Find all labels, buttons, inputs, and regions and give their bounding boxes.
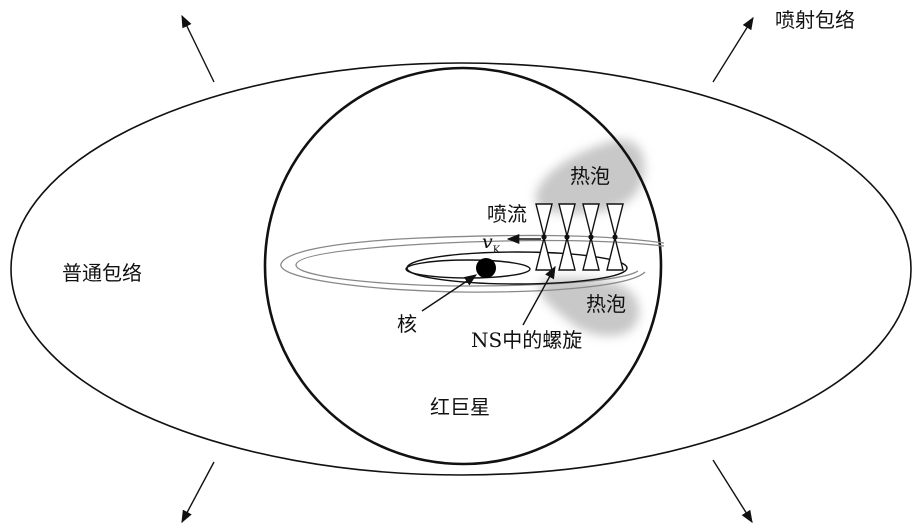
- jet-cone-up-1: [535, 203, 553, 237]
- jet-cone-up-2: [558, 203, 576, 237]
- outflow-arrow-bottom-right: [712, 459, 753, 524]
- red-giant-label: 红巨星: [430, 395, 490, 419]
- outflow-arrow-bottom-left: [181, 461, 215, 524]
- ns-dot-4: [612, 234, 618, 240]
- jet-envelope-label: 喷射包络: [775, 8, 855, 32]
- jet-cone-down-2: [558, 237, 576, 271]
- jet-cones: [535, 203, 624, 271]
- core-label: 核: [397, 312, 417, 336]
- jet-cone-up-4: [606, 203, 624, 237]
- hot-bubble-top-label: 热泡: [570, 164, 610, 188]
- normal-envelope-label: 普通包络: [62, 261, 142, 285]
- ns-dot-1: [541, 234, 547, 240]
- jet-cone-up-3: [582, 203, 600, 237]
- velocity-subscript: K: [492, 244, 501, 256]
- ns-positions: [541, 234, 618, 240]
- spiral-pointer-arrow: [522, 265, 556, 326]
- velocity-symbol: v: [482, 231, 493, 253]
- core-pointer-arrow: [421, 274, 478, 312]
- jet-cone-down-4: [606, 237, 624, 271]
- orbital-plane-outer: [280, 234, 665, 293]
- spiral-orbit-inner: [405, 259, 531, 279]
- red-giant-circle: [263, 66, 663, 466]
- ns-spiral-label: NS中的螺旋: [471, 328, 583, 352]
- hot-bubble-top-shape: [535, 139, 645, 214]
- common-envelope-ellipse: [10, 62, 912, 476]
- ns-dot-2: [564, 234, 570, 240]
- ns-dot-3: [588, 234, 594, 240]
- jet-label: 喷流: [487, 202, 527, 226]
- velocity-label: vK: [482, 233, 500, 256]
- hot-bubble-bottom-shape: [538, 277, 640, 337]
- jet-cone-down-1: [535, 237, 553, 271]
- outflow-arrow-top-right: [712, 16, 754, 83]
- core-dot: [476, 258, 496, 278]
- jet-cone-down-3: [582, 237, 600, 271]
- orbital-plane-inner: [295, 239, 665, 287]
- outflow-arrow-top-left: [181, 14, 215, 83]
- hot-bubble-bottom-label: 热泡: [586, 292, 626, 316]
